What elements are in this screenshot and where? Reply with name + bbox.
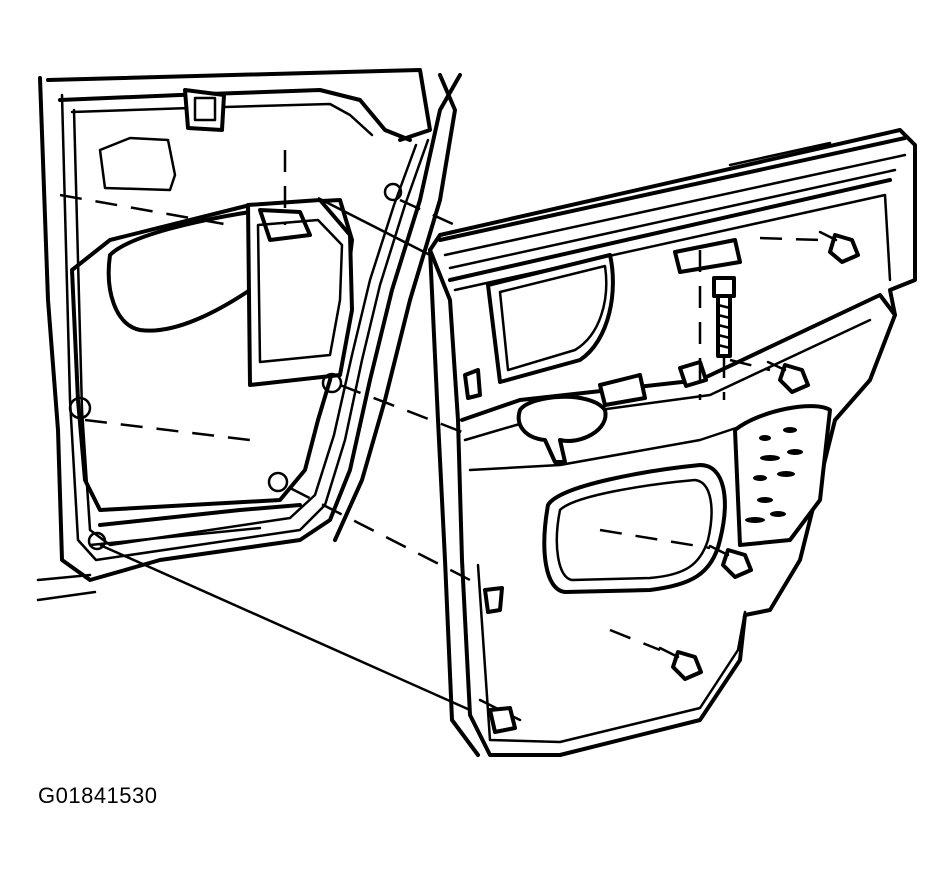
clip-middle xyxy=(483,586,504,614)
armrest-switch xyxy=(598,373,647,407)
screw-icon xyxy=(818,230,860,264)
screw-icon xyxy=(712,276,736,358)
frame-mount-hole-3 xyxy=(267,471,289,493)
upper-latch-bracket xyxy=(183,88,226,132)
clip-lower xyxy=(488,706,517,734)
frame-mount-hole-5 xyxy=(383,182,403,202)
door-inner-frame xyxy=(36,68,462,602)
screw-icon xyxy=(766,360,810,394)
frame-mount-hole-4 xyxy=(87,531,107,551)
cup-holder xyxy=(516,394,608,464)
clip-upper xyxy=(463,368,482,400)
door-trim-panel xyxy=(428,128,917,757)
figure-code: G01841530 xyxy=(38,783,158,808)
frame-mount-hole-2 xyxy=(321,372,343,394)
screw-icon xyxy=(658,646,703,681)
screw-icon xyxy=(678,360,708,388)
switch-bracket xyxy=(673,238,742,274)
frame-mount-hole-1 xyxy=(68,396,92,420)
alignment-lines xyxy=(59,150,821,712)
screw-icon xyxy=(708,544,753,579)
